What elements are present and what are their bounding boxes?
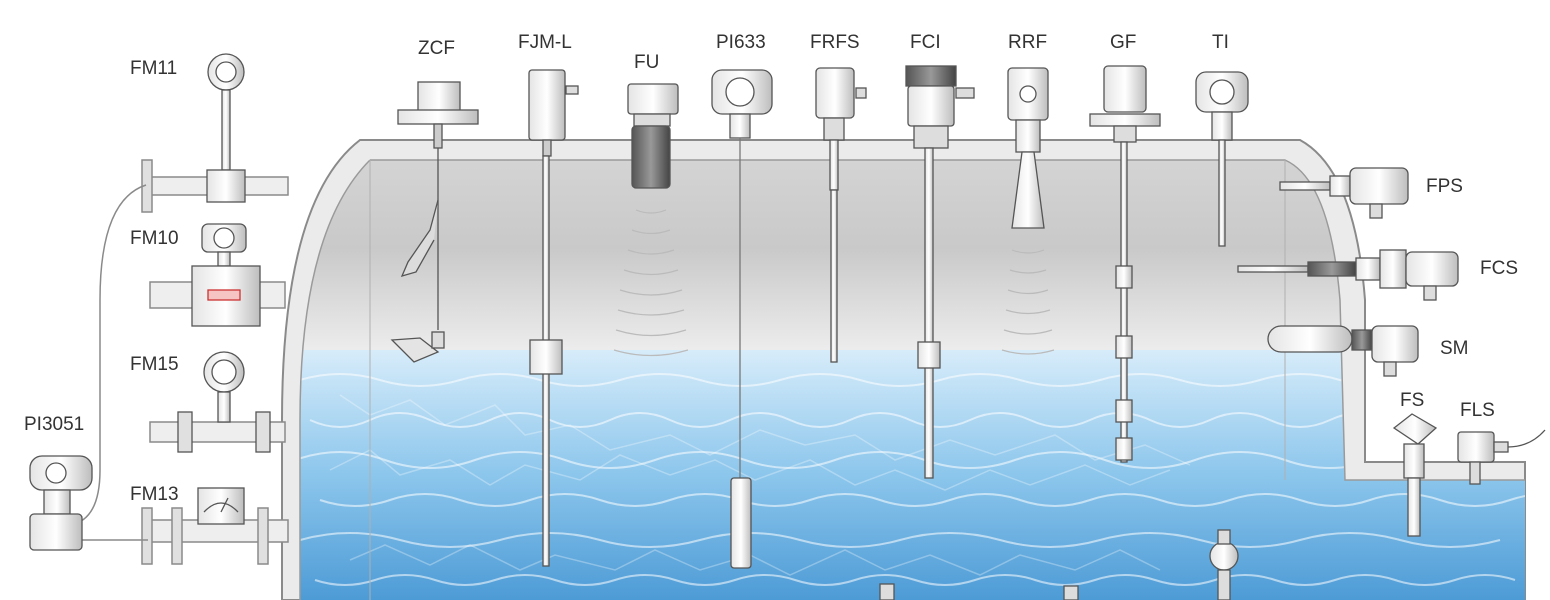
pi3051-pressure-transmitter (30, 456, 92, 550)
fm13-flow-gauge (198, 488, 244, 524)
label-fm10: FM10 (130, 228, 179, 249)
left-piping (70, 160, 288, 564)
label-gf: GF (1110, 32, 1136, 53)
label-zcf: ZCF (418, 38, 455, 59)
label-rrf: RRF (1008, 32, 1047, 53)
label-sm: SM (1440, 338, 1469, 359)
label-fm13: FM13 (130, 484, 179, 505)
label-fps: FPS (1426, 176, 1463, 197)
label-pi3051: PI3051 (24, 414, 84, 435)
label-fm11: FM11 (130, 58, 177, 79)
tank (282, 140, 1550, 600)
label-fm15: FM15 (130, 354, 179, 375)
label-ti: TI (1212, 32, 1229, 53)
fm10-electromagnetic-flowmeter (192, 224, 260, 326)
label-pi633: PI633 (716, 32, 766, 53)
label-fls: FLS (1460, 400, 1495, 421)
label-fci: FCI (910, 32, 941, 53)
label-fjml: FJM-L (518, 32, 572, 53)
label-frfs: FRFS (810, 32, 860, 53)
label-fs: FS (1400, 390, 1424, 411)
label-fu: FU (634, 52, 659, 73)
fm11-vortex-flowmeter (207, 54, 245, 202)
label-fcs: FCS (1480, 258, 1518, 279)
